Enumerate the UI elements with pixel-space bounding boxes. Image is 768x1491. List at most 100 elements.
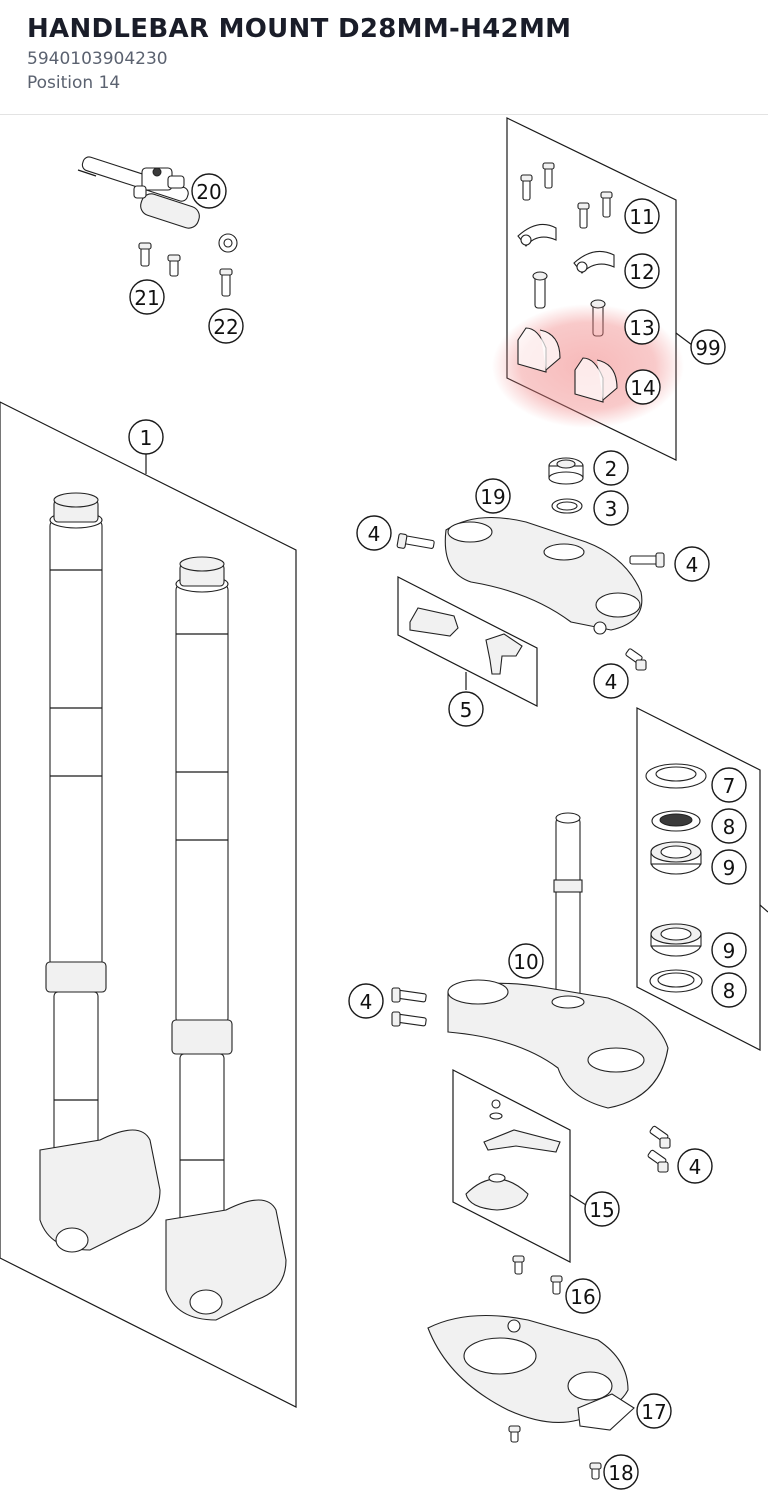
bolt-22 (219, 268, 233, 297)
callout-circle (191, 173, 227, 209)
callout-16[interactable]: 16 (565, 1278, 601, 1314)
callout-circle (603, 1454, 639, 1490)
callout-circle (677, 1148, 713, 1184)
callout-circle (593, 490, 629, 526)
bolt-16b (550, 1275, 563, 1295)
callout-label: 5 (460, 698, 473, 722)
bolt-21b (167, 254, 181, 277)
callout-circle (348, 983, 384, 1019)
callout-9[interactable]: 9 (711, 932, 747, 968)
callout-label: 12 (629, 260, 654, 284)
callout-4[interactable]: 4 (356, 515, 392, 551)
fork-leg-right (165, 556, 287, 1321)
callout-22[interactable]: 22 (208, 308, 244, 344)
frame-guard-17 (427, 1314, 635, 1431)
callout-18[interactable]: 18 (603, 1454, 639, 1490)
callout-label: 2 (605, 457, 618, 481)
callout-10[interactable]: 10 (508, 943, 544, 979)
callout-label: 22 (213, 315, 238, 339)
callout-label: 15 (589, 1198, 614, 1222)
callout-label: 3 (605, 497, 618, 521)
callout-13[interactable]: 13 (624, 309, 660, 345)
group-frame-15 (452, 1069, 587, 1263)
callout-label: 19 (480, 485, 505, 509)
bearing-9b (650, 923, 702, 957)
callout-label: 4 (686, 553, 699, 577)
callout-circle (674, 546, 710, 582)
callout-99[interactable]: 99 (690, 329, 726, 365)
upper-triple-clamp-19 (444, 516, 643, 635)
callout-circle (711, 808, 747, 844)
callout-5[interactable]: 5 (448, 691, 484, 727)
callout-4[interactable]: 4 (348, 983, 384, 1019)
clamp-bolts-4-right-lower (647, 1125, 671, 1173)
callout-circle (624, 198, 660, 234)
callout-circle (711, 932, 747, 968)
callout-label: 11 (629, 205, 654, 229)
callout-label: 16 (570, 1285, 595, 1309)
lower-triple-clamp-10 (447, 812, 669, 1109)
bearing-cup-7 (645, 763, 707, 789)
bolt-21a (138, 242, 152, 267)
callout-15[interactable]: 15 (584, 1191, 620, 1227)
bolt-17-lower (508, 1425, 521, 1443)
callout-4[interactable]: 4 (593, 663, 629, 699)
callout-label: 4 (368, 522, 381, 546)
callout-17[interactable]: 17 (636, 1393, 672, 1429)
clamp-bolt-4-right-upper (629, 552, 665, 568)
group-frame-99 (506, 117, 693, 461)
callout-circle (625, 369, 661, 405)
callout-3[interactable]: 3 (593, 490, 629, 526)
callout-label: 17 (641, 1400, 666, 1424)
callout-circle (636, 1393, 672, 1429)
callout-2[interactable]: 2 (593, 450, 629, 486)
callout-4[interactable]: 4 (677, 1148, 713, 1184)
part-position: Position 14 (27, 73, 121, 93)
callout-21[interactable]: 21 (129, 279, 165, 315)
bolt-16a (512, 1255, 525, 1275)
callout-label: 1 (140, 426, 153, 450)
callout-11[interactable]: 11 (624, 198, 660, 234)
callout-label: 9 (723, 939, 736, 963)
callout-14[interactable]: 14 (625, 369, 661, 405)
clamp-bolts-4-left-lower (391, 987, 427, 1027)
callout-label: 4 (360, 990, 373, 1014)
fork-leg-left (39, 492, 161, 1253)
callout-20[interactable]: 20 (191, 173, 227, 209)
clamp-bolts-11 (520, 162, 613, 229)
bearing-9a (650, 841, 702, 875)
callout-label: 4 (605, 670, 618, 694)
callout-19[interactable]: 19 (475, 478, 511, 514)
callout-circle (711, 849, 747, 885)
callout-label: 99 (695, 336, 720, 360)
callout-label: 10 (513, 950, 538, 974)
steering-damper-drawing (77, 156, 238, 253)
callout-7[interactable]: 7 (711, 767, 747, 803)
callout-circle (356, 515, 392, 551)
o-ring-3 (551, 498, 583, 514)
callout-9[interactable]: 9 (711, 849, 747, 885)
callout-circle (593, 450, 629, 486)
steering-stop-15 (465, 1099, 561, 1211)
group-frame-1 (0, 401, 297, 1408)
callout-8[interactable]: 8 (711, 808, 747, 844)
bearing-seal-8b (649, 969, 703, 993)
callout-label: 8 (723, 979, 736, 1003)
callout-circle (690, 329, 726, 365)
clamp-bolt-4-left-upper (396, 533, 435, 549)
callout-circle (448, 691, 484, 727)
callout-label: 13 (629, 316, 654, 340)
callout-circle (584, 1191, 620, 1227)
callout-label: 14 (630, 376, 655, 400)
callout-label: 4 (689, 1155, 702, 1179)
callout-12[interactable]: 12 (624, 253, 660, 289)
callout-8[interactable]: 8 (711, 972, 747, 1008)
callout-4[interactable]: 4 (674, 546, 710, 582)
callout-circle (129, 279, 165, 315)
callout-1[interactable]: 1 (128, 419, 164, 455)
callout-label: 21 (134, 286, 159, 310)
callout-circle (624, 253, 660, 289)
cable-guides-5 (409, 607, 523, 675)
callout-circle (565, 1278, 601, 1314)
bearing-seal-8a (651, 810, 701, 832)
